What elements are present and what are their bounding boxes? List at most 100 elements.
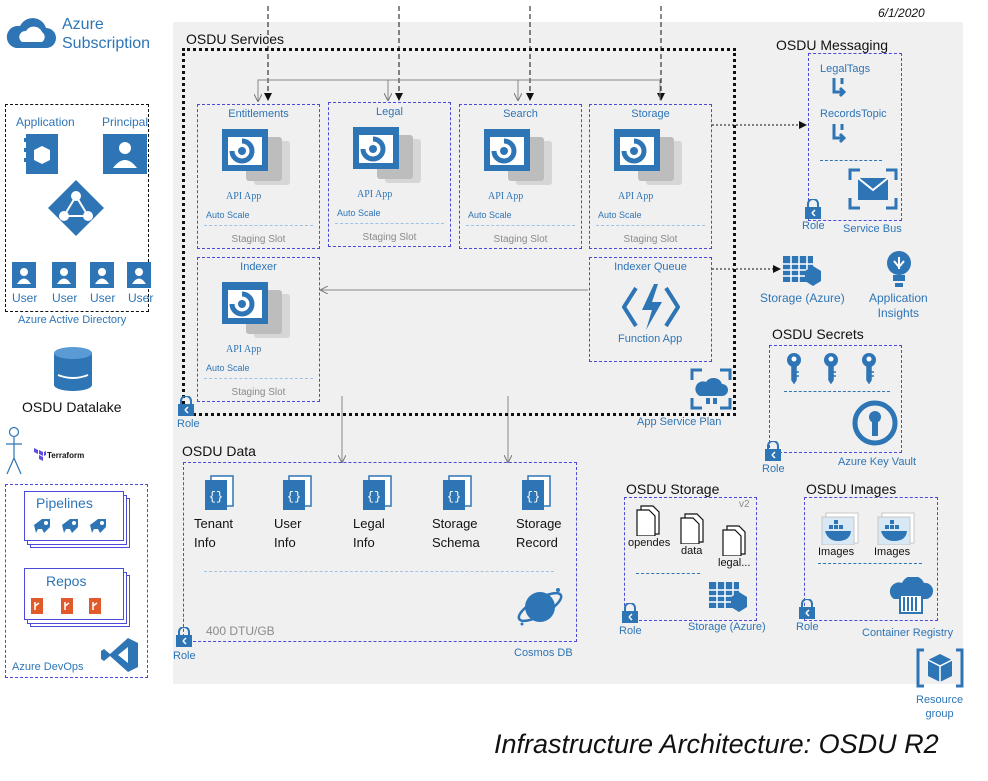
user-icon-3 bbox=[90, 262, 114, 288]
storage-role-label: Role bbox=[619, 625, 642, 637]
terraform-icon bbox=[34, 448, 46, 461]
service-slot: Staging Slot bbox=[231, 234, 286, 245]
pipelines-label: Pipelines bbox=[36, 495, 93, 511]
separator bbox=[204, 225, 313, 226]
docker-icon-2 bbox=[877, 512, 915, 545]
secrets-role-label: Role bbox=[762, 463, 785, 475]
function-app-label: Function App bbox=[618, 333, 683, 345]
secrets-box bbox=[769, 345, 902, 453]
image-repo-label-2: Images bbox=[874, 546, 911, 558]
file-icon-data bbox=[680, 513, 704, 544]
service-slot: Staging Slot bbox=[623, 234, 678, 245]
storage-lock-icon bbox=[622, 603, 638, 623]
api-app-icon bbox=[222, 129, 290, 185]
services-boundary bbox=[182, 48, 736, 416]
key-icon-3 bbox=[862, 353, 876, 384]
service-card-legal: Legal API App Auto Scale Staging Slot bbox=[328, 102, 451, 247]
app-insights-label: Application Insights bbox=[869, 291, 928, 320]
service-scale: Auto Scale bbox=[206, 210, 250, 220]
aad-user-label-2: User bbox=[52, 291, 78, 305]
pipelines-card bbox=[24, 491, 124, 541]
key-vault-label: Azure Key Vault bbox=[838, 456, 917, 468]
app-service-plan-icon bbox=[690, 368, 732, 410]
service-scale: Auto Scale bbox=[468, 210, 512, 220]
service-scale: Auto Scale bbox=[206, 363, 250, 373]
services-role-label: Role bbox=[177, 418, 200, 430]
separator bbox=[596, 225, 705, 226]
pipeline-icon-3 bbox=[90, 519, 106, 533]
aad-label: Azure Active Directory bbox=[18, 314, 127, 326]
separator bbox=[335, 223, 444, 224]
topic-icon-recordstopic bbox=[832, 124, 847, 144]
service-scale: Auto Scale bbox=[598, 210, 642, 220]
devops-label: Azure DevOps bbox=[12, 661, 84, 673]
secrets-lock-icon bbox=[765, 441, 781, 461]
images-separator bbox=[818, 563, 922, 564]
data-separator bbox=[204, 571, 554, 572]
person-icon bbox=[6, 426, 22, 475]
secrets-title: OSDU Secrets bbox=[772, 326, 864, 342]
file-icon-legal bbox=[722, 525, 746, 556]
aad-principal-label: Principal bbox=[102, 115, 149, 129]
resource-group-icon bbox=[916, 648, 964, 688]
collection-label-4: Storage Schema bbox=[432, 516, 480, 550]
aad-box bbox=[5, 104, 149, 312]
service-name: Search bbox=[503, 108, 538, 120]
service-name: Entitlements bbox=[228, 108, 289, 120]
svg-text:{}: {} bbox=[287, 490, 301, 504]
secrets-separator bbox=[784, 391, 890, 392]
app-service-plan-label: App Service Plan bbox=[637, 416, 722, 428]
api-app-icon bbox=[353, 127, 421, 183]
service-bus-label: Service Bus bbox=[843, 223, 902, 235]
aad-user-label-1: User bbox=[12, 291, 38, 305]
principal-icon bbox=[103, 134, 147, 174]
container-label-legal: legal... bbox=[718, 557, 751, 569]
repo-icon-1 bbox=[31, 598, 43, 614]
devops-box bbox=[5, 484, 148, 678]
collection-icon-3: {} bbox=[363, 475, 392, 510]
key-vault-icon bbox=[852, 400, 898, 446]
data-title: OSDU Data bbox=[182, 443, 256, 459]
service-card-search: Search API App Auto Scale Staging Slot bbox=[459, 104, 582, 249]
svg-text:{}: {} bbox=[526, 490, 540, 504]
key-icon-1 bbox=[787, 353, 801, 384]
images-title: OSDU Images bbox=[806, 481, 897, 497]
indexer-queue-card: Indexer Queue Function App bbox=[589, 257, 712, 362]
collection-label-2: User Info bbox=[274, 516, 302, 550]
date-label: 6/1/2020 bbox=[878, 6, 925, 20]
aad-application-label: Application bbox=[16, 115, 75, 129]
key-icon-2 bbox=[824, 353, 838, 384]
service-name: Legal bbox=[376, 106, 403, 118]
collection-label-5: Storage Record bbox=[516, 516, 562, 550]
cosmos-db-icon bbox=[517, 588, 563, 626]
api-app-icon bbox=[484, 129, 552, 185]
svg-text:{}: {} bbox=[209, 490, 223, 504]
svg-text:{}: {} bbox=[447, 490, 461, 504]
service-type: API App bbox=[618, 191, 654, 202]
pipeline-icon-2 bbox=[62, 519, 78, 533]
cosmos-db-label: Cosmos DB bbox=[514, 647, 573, 659]
visual-studio-icon bbox=[101, 638, 138, 672]
repo-icon-2 bbox=[61, 598, 73, 614]
lightbulb-icon bbox=[887, 251, 911, 287]
aad-user-label-4: User bbox=[128, 291, 154, 305]
service-type: API App bbox=[226, 344, 262, 355]
application-icon bbox=[24, 134, 58, 174]
service-type: API App bbox=[226, 191, 262, 202]
repo-icon-3 bbox=[89, 598, 101, 614]
messaging-separator bbox=[820, 160, 882, 161]
user-icon-2 bbox=[52, 262, 76, 288]
data-box bbox=[183, 462, 577, 642]
storage-table-icon bbox=[783, 256, 821, 286]
datalake-label: OSDU Datalake bbox=[22, 399, 122, 415]
storage-account-label: Storage (Azure) bbox=[688, 621, 766, 633]
service-scale: Auto Scale bbox=[337, 208, 381, 218]
function-app-icon bbox=[622, 284, 680, 330]
container-label-opendes: opendes bbox=[628, 537, 671, 549]
database-icon bbox=[54, 347, 92, 391]
images-lock-icon bbox=[799, 599, 815, 619]
service-slot: Staging Slot bbox=[231, 387, 286, 398]
indexer-queue-label: Indexer Queue bbox=[614, 261, 687, 273]
messaging-lock-icon bbox=[805, 199, 821, 219]
pipeline-icon-1 bbox=[34, 519, 50, 533]
